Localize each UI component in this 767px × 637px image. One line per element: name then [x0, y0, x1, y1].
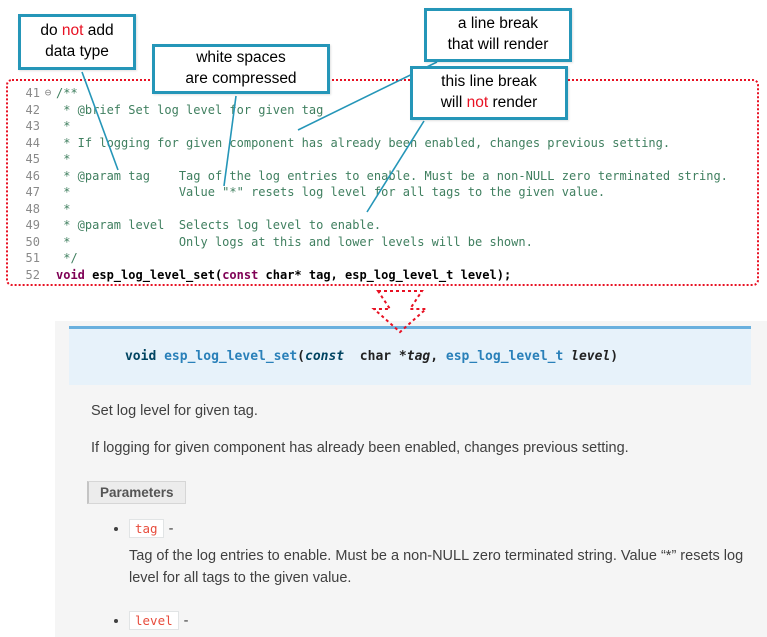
callout-text: will not render — [440, 94, 538, 111]
line-number: 46 — [25, 168, 40, 183]
callout-text: data type — [45, 43, 109, 60]
callout-no-data-type: do not add data type — [18, 14, 136, 70]
function-signature: void esp_log_level_set(const char *tag, … — [69, 326, 751, 385]
code-line: 47 * Value "*" resets log level for all … — [12, 184, 757, 201]
keyword-const: const — [305, 349, 345, 364]
callout-text: white spaces — [196, 49, 286, 67]
code-line: 45 * — [12, 151, 757, 168]
line-number: 50 — [25, 234, 40, 249]
parameters-heading: Parameters — [87, 481, 186, 505]
callout-line-break-renders: a line break that will render — [424, 8, 572, 62]
param-name-chip: tag — [129, 519, 164, 539]
param-description: Tag of the log entries to enable. Must b… — [129, 548, 744, 586]
list-item: tag- Tag of the log entries to enable. M… — [129, 519, 753, 590]
list-item: level- Selects log level to enable. Only… — [129, 610, 753, 637]
callout-text: this line break — [441, 73, 537, 91]
callout-text: are compressed — [185, 70, 297, 87]
callout-text: do not add — [40, 22, 114, 40]
line-number: 43 — [25, 119, 40, 133]
param-name-chip: level — [129, 610, 179, 630]
function-name: esp_log_level_set — [164, 349, 298, 364]
line-number: 44 — [25, 135, 40, 150]
callout-whitespace-compressed: white spaces are compressed — [152, 44, 330, 94]
rendered-docs-panel: void esp_log_level_set(const char *tag, … — [55, 321, 767, 637]
brief-description: Set log level for given tag. — [91, 403, 258, 419]
code-line: 43 * — [12, 118, 757, 135]
keyword-void: void — [124, 349, 165, 364]
fold-minus-icon: ⊖ — [44, 86, 52, 99]
code-line: 50 * Only logs at this and lower levels … — [12, 234, 757, 251]
callout-text: a line break — [457, 15, 539, 33]
line-number: 51 — [25, 251, 40, 265]
code-line: 44 * If logging for given component has … — [12, 135, 757, 152]
line-number: 45 — [25, 152, 40, 166]
line-number: 48 — [25, 201, 40, 216]
code-line: 41⊖/** — [12, 85, 757, 102]
code-line: 48 * — [12, 201, 757, 218]
line-number: 49 — [25, 218, 40, 232]
line-number: 47 — [25, 185, 40, 199]
callout-line-break-not-render: this line break will not render — [410, 66, 568, 120]
code-line: 42 * @brief Set log level for given tag — [12, 102, 757, 119]
param-level: level — [571, 349, 611, 364]
line-number: 52 — [25, 267, 40, 282]
detail-description: If logging for given component has alrea… — [91, 440, 629, 457]
line-number: 42 — [25, 102, 40, 117]
code-line: 46 * @param tag Tag of the log entries t… — [12, 168, 757, 185]
type-link[interactable]: esp_log_level_t — [445, 349, 572, 364]
line-number: 41 — [25, 86, 40, 100]
param-tag: tag — [406, 349, 431, 364]
code-editor-snippet: 41⊖/** 42 * @brief Set log level for giv… — [6, 79, 759, 286]
parameter-list: tag- Tag of the log entries to enable. M… — [69, 519, 753, 637]
code-line: 51 */ — [12, 250, 757, 267]
callout-text: that will render — [447, 36, 549, 53]
code-line: 49 * @param level Selects log level to e… — [12, 217, 757, 234]
